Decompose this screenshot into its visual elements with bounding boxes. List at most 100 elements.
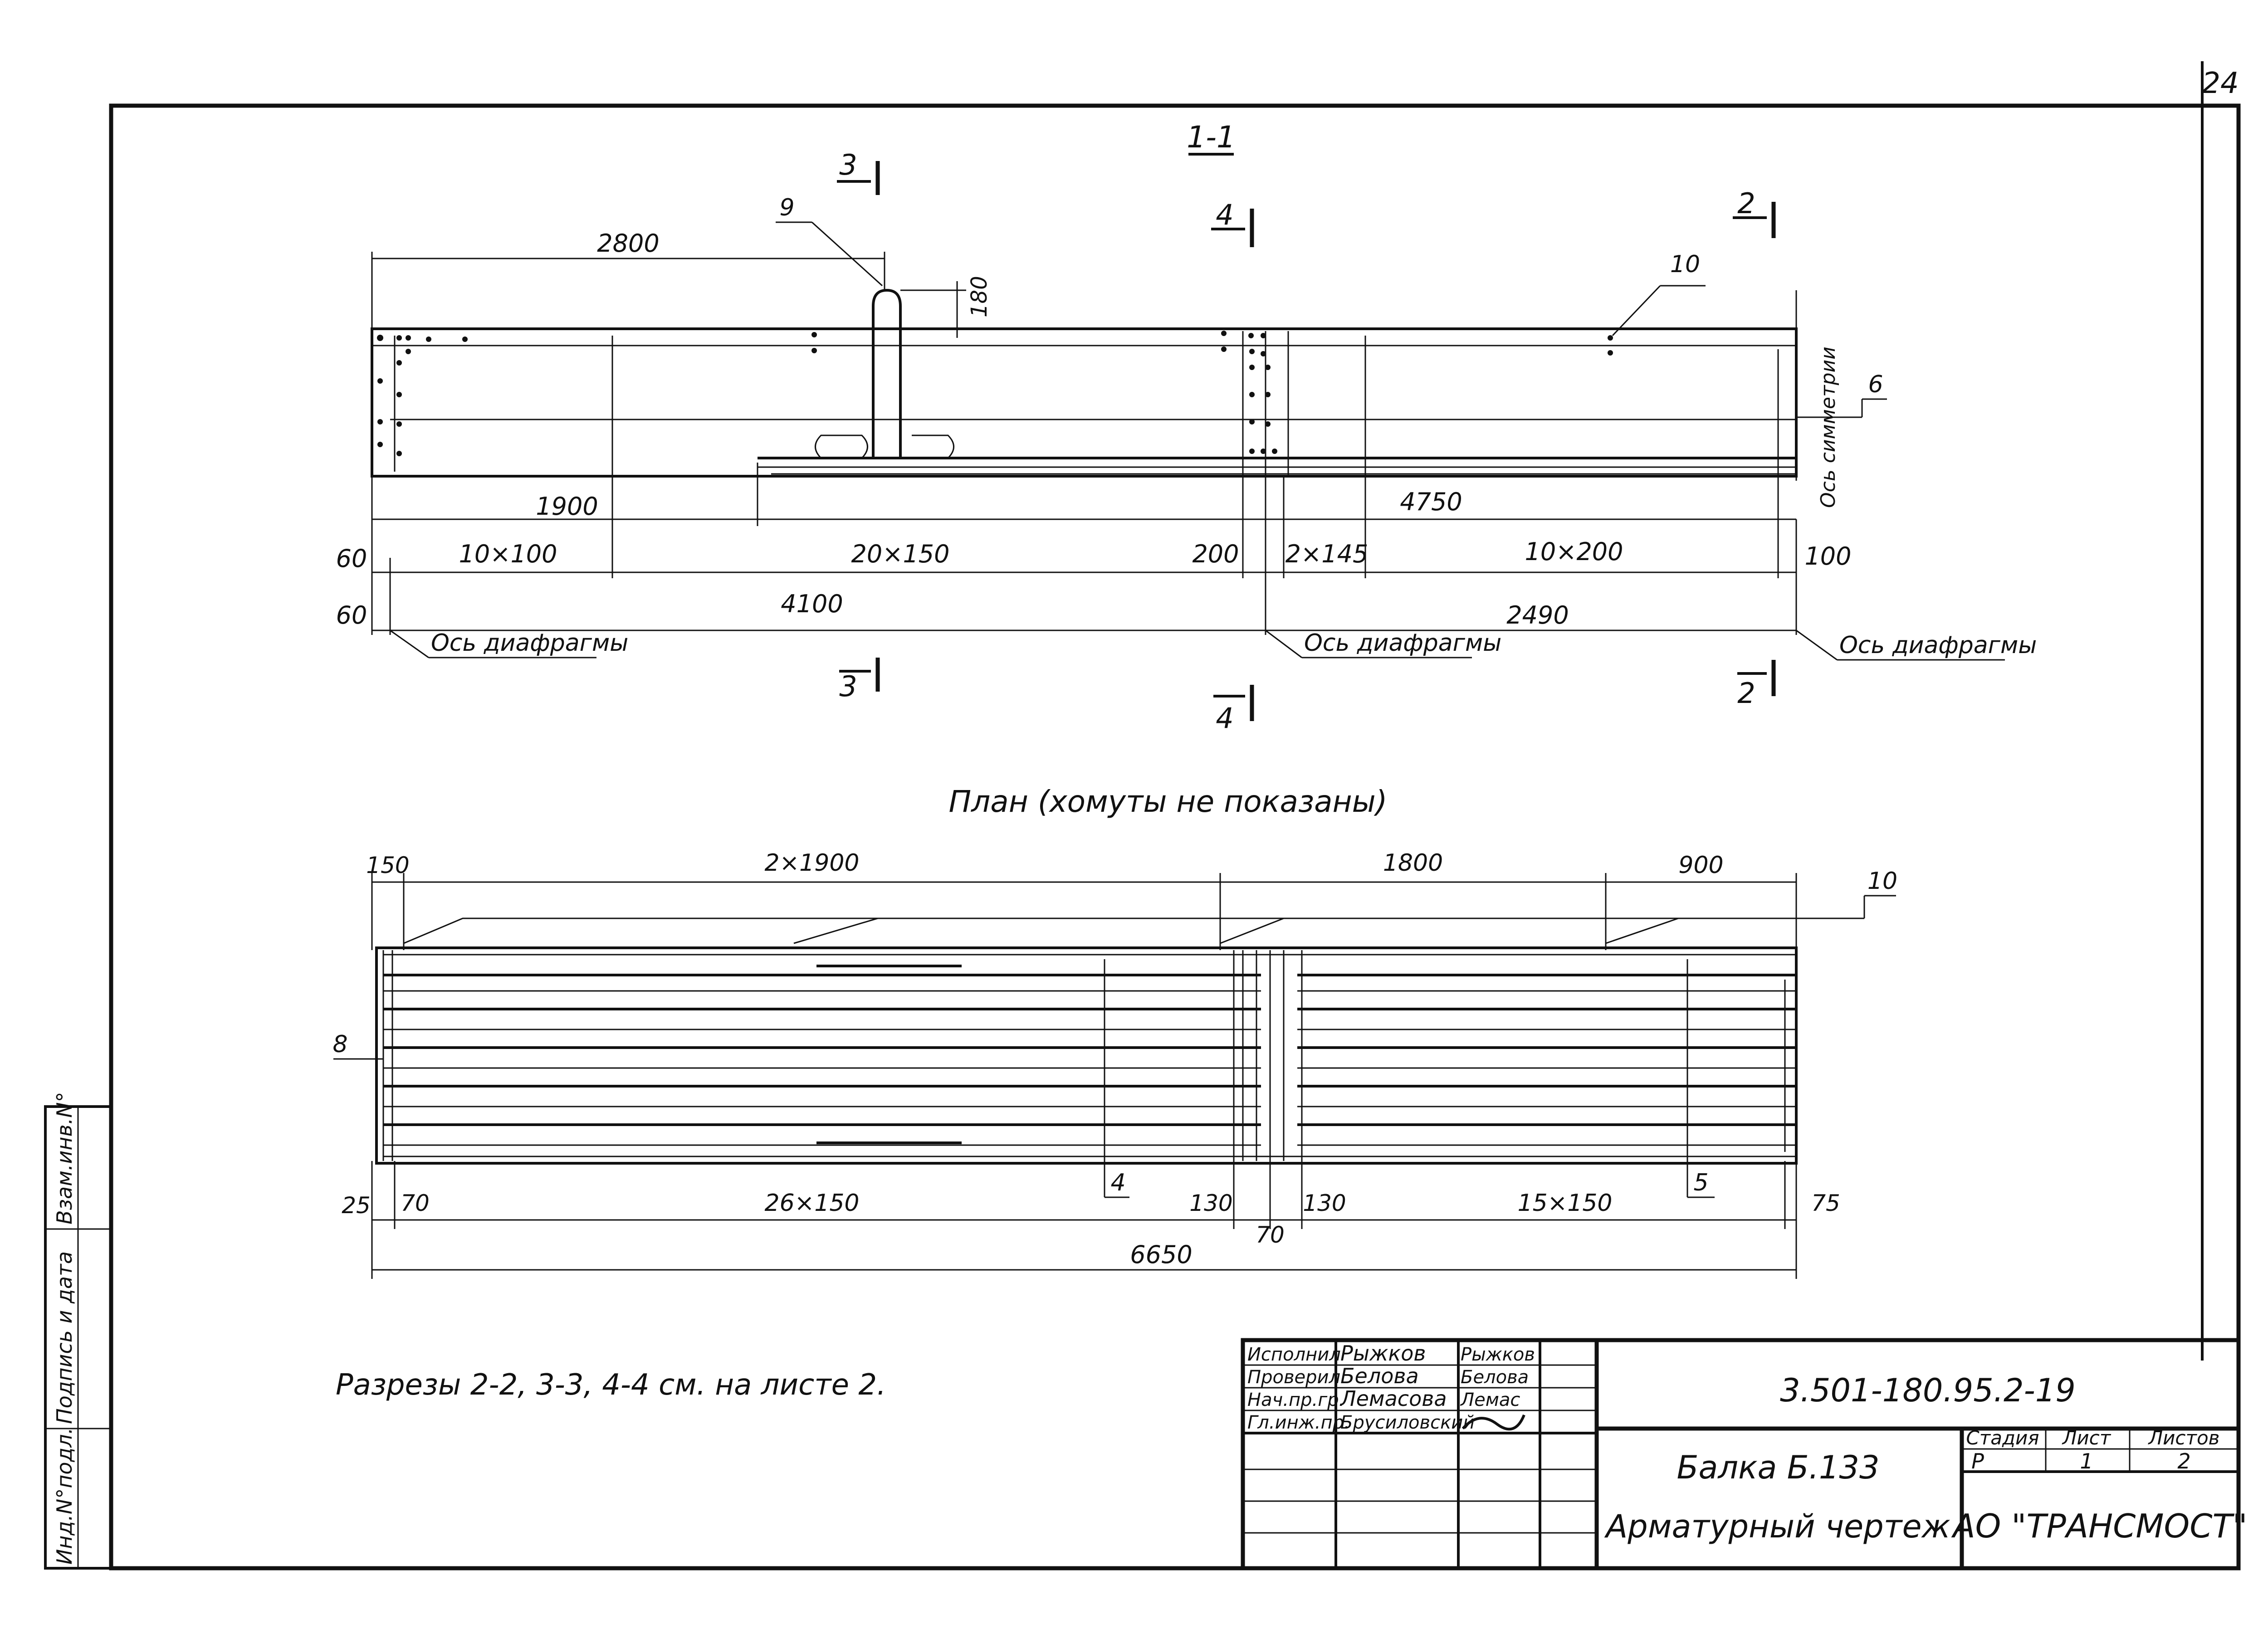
- svg-text:10×100: 10×100: [459, 540, 557, 568]
- svg-text:130: 130: [1303, 1190, 1346, 1216]
- tb-sheets-header: Листов: [2148, 1427, 2220, 1449]
- dim-180: 180: [900, 276, 992, 338]
- svg-text:2490: 2490: [1506, 601, 1569, 629]
- leader-pos-6: 6: [1796, 371, 1887, 418]
- svg-text:Ось диафрагмы: Ось диафрагмы: [1839, 632, 2037, 659]
- svg-text:70: 70: [1256, 1222, 1285, 1248]
- svg-text:4: 4: [1110, 1169, 1125, 1196]
- svg-text:6650: 6650: [1130, 1240, 1192, 1269]
- svg-text:15×150: 15×150: [1518, 1190, 1613, 1217]
- svg-text:3: 3: [839, 670, 857, 703]
- svg-text:20×150: 20×150: [851, 540, 949, 568]
- cut-mark-3-bottom: 3: [839, 658, 880, 703]
- svg-text:Ось диафрагмы: Ось диафрагмы: [431, 629, 628, 657]
- svg-text:2: 2: [1737, 187, 1755, 220]
- svg-text:75: 75: [1811, 1190, 1840, 1216]
- cut-mark-2-top: 2: [1733, 187, 1776, 238]
- svg-text:1900: 1900: [536, 492, 598, 521]
- cut-mark-4-bottom: 4: [1213, 685, 1254, 735]
- leader-pos-5: 5: [1687, 1169, 1715, 1198]
- tb-company: АО "ТРАНСМОСТ": [1951, 1507, 2247, 1545]
- tb-name-0: Рыжков: [1340, 1341, 1426, 1366]
- tb-item-name: Балка Б.133: [1677, 1449, 1880, 1486]
- svg-text:1800: 1800: [1383, 849, 1443, 877]
- svg-text:180: 180: [967, 276, 992, 317]
- dims-row-1: 1900 4750: [372, 463, 1796, 526]
- svg-text:2×1900: 2×1900: [765, 849, 860, 877]
- leader-pos-10-plan: 10: [1863, 868, 1897, 918]
- svg-text:8: 8: [332, 1031, 347, 1058]
- svg-text:6: 6: [1868, 371, 1883, 398]
- stamp-inv-orig: Инд.N°подл.: [52, 1428, 77, 1565]
- leader-pos-8: 8: [332, 1031, 383, 1060]
- section-title: 1-1: [1187, 120, 1236, 155]
- dims-row-3: 60 4100 2490: [336, 476, 1796, 635]
- svg-text:70: 70: [401, 1190, 430, 1216]
- svg-text:150: 150: [366, 852, 409, 878]
- section-1-1: 1-1 3 4 2: [336, 120, 2037, 735]
- svg-text:25: 25: [342, 1192, 371, 1219]
- svg-text:10×200: 10×200: [1525, 537, 1623, 566]
- leader-pos-10-top: 10: [1612, 251, 1706, 337]
- side-stamp: Инд.N°подл. Подпись и дата Взам.инв.N°: [44, 1092, 112, 1570]
- stamp-inv-repl: Взам.инв.N°: [52, 1092, 77, 1224]
- cut-mark-4-top: 4: [1211, 198, 1254, 247]
- plan-outline: [375, 946, 1798, 1165]
- svg-text:10: 10: [1867, 868, 1897, 895]
- tb-role-2: Нач.пр.гр.: [1247, 1390, 1344, 1410]
- sheet-number: 24: [2202, 67, 2239, 100]
- tb-name-2: Лемасова: [1339, 1386, 1447, 1411]
- svg-text:4750: 4750: [1400, 488, 1462, 516]
- beam-outline: [371, 327, 1798, 478]
- dim-2800: 2800: [371, 229, 885, 329]
- tb-role-3: Гл.инж.пр.: [1247, 1412, 1350, 1433]
- svg-text:60: 60: [336, 544, 367, 573]
- leader-pos-4: 4: [1105, 1169, 1129, 1198]
- tb-stage-header: Стадия: [1966, 1427, 2039, 1449]
- svg-text:2: 2: [1737, 677, 1755, 710]
- cut-mark-2-bottom: 2: [1737, 660, 1776, 710]
- svg-text:60: 60: [336, 601, 367, 629]
- tb-sign-2: Лемас: [1460, 1390, 1520, 1410]
- svg-text:4: 4: [1216, 702, 1233, 735]
- tb-sign-0: Рыжков: [1461, 1344, 1535, 1365]
- dims-row-2: 60 10×100 20×150 200 2×145 10×200 100: [336, 336, 1852, 635]
- axis-label-3: Ось диафрагмы: [1796, 629, 2037, 661]
- svg-text:130: 130: [1189, 1190, 1232, 1216]
- svg-text:900: 900: [1678, 852, 1723, 879]
- tb-sheet-header: Лист: [2062, 1427, 2112, 1449]
- tb-sheet: 1: [2080, 1449, 2093, 1473]
- svg-text:2800: 2800: [597, 229, 659, 258]
- tb-sheets: 2: [2177, 1449, 2190, 1473]
- plan-bars: [382, 950, 1796, 1197]
- svg-text:9: 9: [779, 194, 794, 221]
- svg-text:2×145: 2×145: [1286, 540, 1369, 568]
- tb-stage: Р: [1971, 1449, 1984, 1473]
- tb-drawing-type: Арматурный чертеж: [1604, 1508, 1950, 1545]
- svg-text:10: 10: [1670, 251, 1700, 278]
- sheet-frame: [109, 61, 2241, 1571]
- sections-note: Разрезы 2-2, 3-3, 4-4 см. на листе 2.: [336, 1368, 886, 1402]
- title-block: Исполнил Рыжков Рыжков Проверил Белова Б…: [1241, 1338, 2248, 1571]
- cut-mark-3-top: 3: [837, 148, 880, 195]
- plan-dims-bottom: 25 70 26×150 130 70 130 15×150 75 6650: [342, 1161, 1840, 1279]
- svg-text:100: 100: [1804, 542, 1851, 571]
- tb-doc-code: 3.501-180.95.2-19: [1780, 1372, 2076, 1409]
- stamp-sign-date: Подпись и дата: [52, 1251, 77, 1424]
- rebar-dots: [377, 331, 1613, 456]
- tb-role-1: Проверил: [1247, 1367, 1340, 1388]
- svg-text:5: 5: [1693, 1169, 1708, 1196]
- tb-role-0: Исполнил: [1247, 1344, 1341, 1365]
- axis-label-1: Ось диафрагмы: [390, 629, 628, 658]
- svg-text:200: 200: [1192, 540, 1239, 568]
- tb-sign-1: Белова: [1461, 1367, 1529, 1388]
- plan-view: План (хомуты не показаны) 150 2×1900 180…: [332, 784, 1897, 1279]
- svg-text:3: 3: [839, 148, 857, 181]
- svg-text:26×150: 26×150: [765, 1190, 860, 1217]
- leader-pos-9: 9: [776, 194, 883, 287]
- tb-name-3: Брусиловский: [1340, 1412, 1475, 1433]
- tb-sign-3: [1461, 1414, 1525, 1431]
- symmetry-axis-label: Ось симметрии: [1817, 346, 1840, 508]
- axis-label-2: Ось диафрагмы: [1265, 629, 1501, 658]
